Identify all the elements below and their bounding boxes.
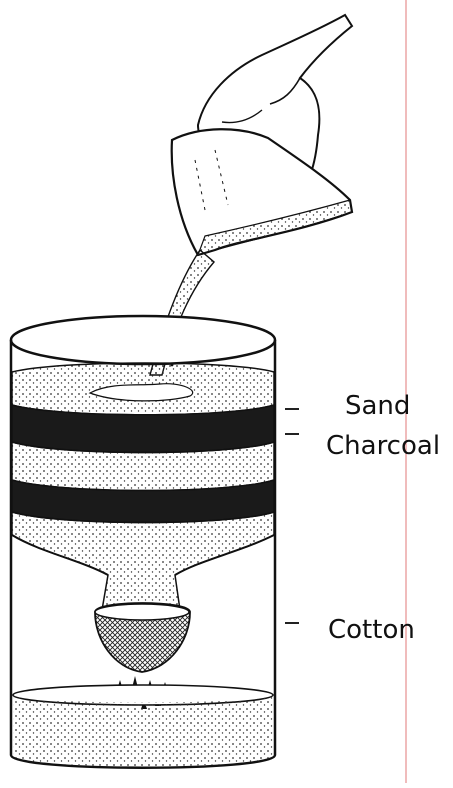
cotton-leader-line [285,622,299,624]
filter-layers [12,363,274,610]
beaker-icon [172,129,352,255]
charcoal-leader-line [285,433,299,435]
filtered-water [13,685,273,766]
charcoal-label: Charcoal [326,433,440,459]
sand-layer-bottom [12,512,274,610]
cotton-plug-icon [95,603,190,672]
sand-label: Sand [345,393,410,419]
sand-leader-line [285,408,299,410]
cotton-label: Cotton [328,617,415,643]
